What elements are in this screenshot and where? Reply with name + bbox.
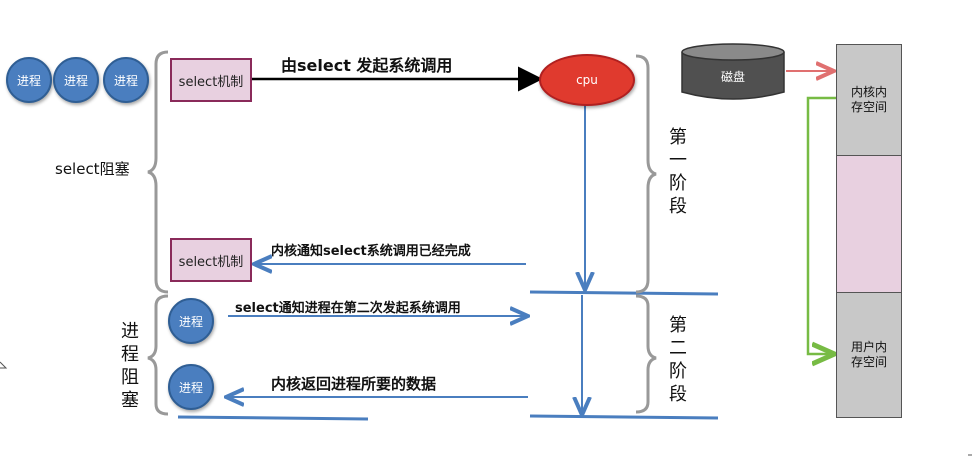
phase2-end-line	[529, 414, 719, 420]
kernel-to-user-arrow	[806, 96, 836, 354]
process-node-4-label: 进程	[178, 314, 203, 329]
kernel-memory-space: 内核内存空间	[836, 44, 902, 156]
process-node-2-label: 进程	[63, 73, 88, 88]
phase1-end-line	[529, 290, 719, 296]
kernel-notify-label: 内核通知select系统调用已经完成	[271, 244, 471, 259]
process-node-5-label: 进程	[178, 380, 203, 395]
process-block-label: 进程阻塞	[121, 321, 139, 411]
select-mechanism-box-1: select机制	[170, 58, 252, 102]
select-call-label: 由select 发起系统调用	[281, 56, 453, 75]
process-node-3: 进程	[103, 57, 149, 103]
process-node-2: 进程	[53, 57, 99, 103]
cpu-label: cpu	[576, 73, 598, 87]
shared-memory-space	[836, 155, 902, 293]
kernel-return-label: 内核返回进程所要的数据	[271, 375, 437, 393]
process-node-3-label: 进程	[113, 73, 138, 88]
select-block-label: select阻塞	[55, 160, 130, 178]
process-node-1: 进程	[6, 57, 52, 103]
process-node-1-label: 进程	[16, 73, 41, 88]
kernel-memory-label: 内核内存空间	[851, 85, 888, 114]
left-bottom-line	[177, 415, 369, 421]
select-notify-label: select通知进程在第二次发起系统调用	[235, 301, 461, 316]
process-node-4: 进程	[168, 298, 214, 344]
user-memory-space: 用户内存空间	[836, 292, 902, 418]
phase1-brace	[635, 54, 657, 294]
phase2-brace	[635, 294, 657, 414]
user-memory-label: 用户内存空间	[851, 340, 888, 369]
disk-cylinder	[681, 43, 785, 100]
process-node-5: 进程	[168, 364, 214, 410]
select-box-2-label: select机制	[178, 254, 244, 270]
cpu-node: cpu	[539, 54, 635, 106]
process-block-brace	[147, 294, 169, 416]
phase-2-label: 第二阶段	[669, 315, 687, 405]
select-mechanism-box-2: select机制	[170, 238, 252, 282]
select-block-brace	[147, 50, 169, 294]
select-box-1-label: select机制	[178, 74, 244, 90]
disk-label: 磁盘	[720, 70, 745, 84]
edge-mark-left	[0, 361, 8, 369]
phase-1-label: 第一阶段	[669, 127, 687, 217]
